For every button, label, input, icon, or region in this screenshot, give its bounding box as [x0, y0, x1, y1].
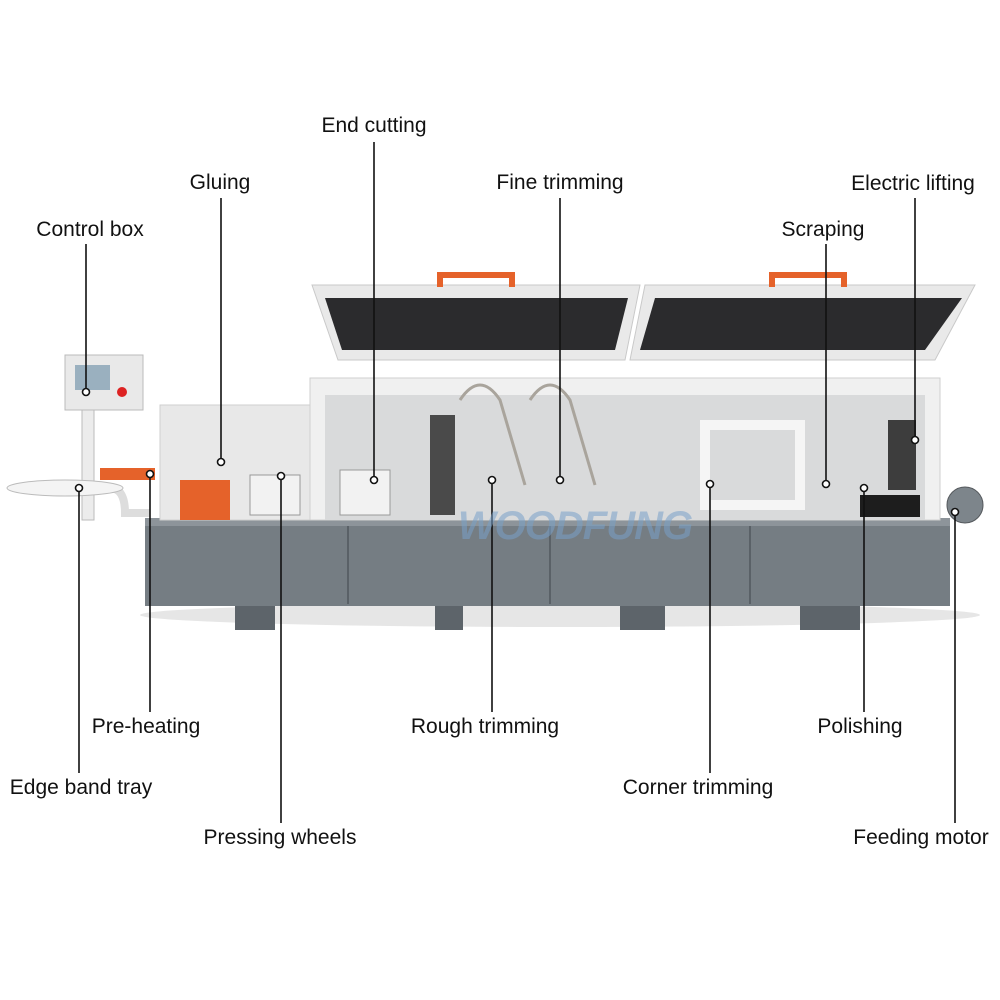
label-pre-heating: Pre-heating	[91, 715, 201, 738]
label-fine-trimming: Fine trimming	[496, 171, 624, 194]
polishing-unit	[860, 495, 920, 517]
corner-trim-frame	[700, 420, 805, 510]
label-gluing: Gluing	[189, 171, 251, 194]
label-edge-band-tray: Edge band tray	[9, 776, 153, 799]
label-scraping: Scraping	[781, 218, 865, 241]
lid-window-left	[325, 298, 628, 350]
machine-base	[145, 518, 950, 606]
lid-handles	[437, 272, 847, 287]
dust-hoses	[458, 383, 597, 486]
label-feeding-motor: Feeding motor	[853, 826, 989, 849]
label-rough-trimming: Rough trimming	[410, 715, 560, 738]
leader-lines	[74, 142, 960, 823]
label-end-cutting: End cutting	[321, 114, 427, 137]
lifting-unit	[888, 420, 916, 490]
glue-pot	[180, 480, 230, 520]
floor-shadow	[140, 603, 980, 627]
mechanism-area	[325, 395, 925, 520]
edge-band-tray-illustration	[6, 479, 124, 497]
label-electric-lifting: Electric lifting	[851, 172, 975, 195]
base-panel-seams	[347, 520, 751, 604]
label-polishing: Polishing	[817, 715, 903, 738]
label-control-box: Control box	[36, 218, 144, 241]
feeding-motor-illustration	[946, 486, 984, 524]
machine-feet	[235, 603, 860, 630]
label-pressing-wheels: Pressing wheels	[203, 826, 357, 849]
brand-watermark: WOODFUNG	[457, 504, 693, 548]
label-corner-trimming: Corner trimming	[622, 776, 774, 799]
lid-window-right	[640, 298, 962, 350]
